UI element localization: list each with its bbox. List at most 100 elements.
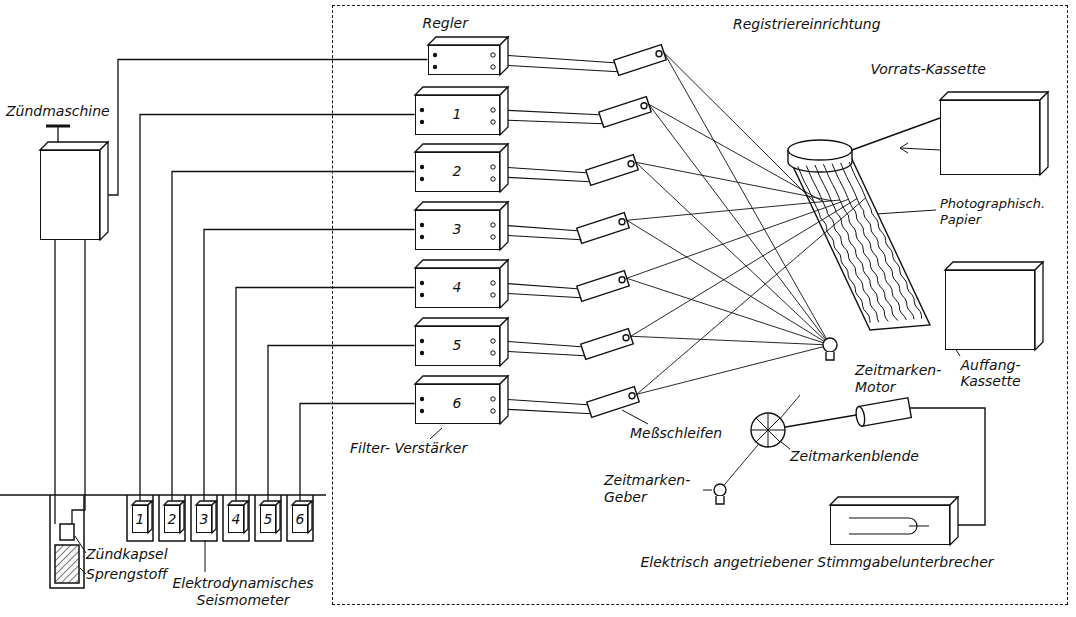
box-face [490, 292, 494, 296]
paper-drum [788, 118, 940, 330]
box-face [419, 292, 423, 296]
part-label: Zeitmarken- Motor [855, 362, 955, 396]
channel-number: 2 [453, 163, 462, 179]
light-rays [637, 345, 830, 394]
box-face [428, 37, 508, 45]
measuring-loop [577, 213, 629, 244]
device-box: 4 [228, 505, 244, 533]
seismometer-pit [191, 495, 217, 541]
light-rays [637, 198, 866, 394]
device-box: 1 [415, 95, 500, 135]
device-label: Regler [423, 15, 469, 31]
box-face [419, 280, 423, 284]
device-box: Zündmaschine [40, 150, 100, 240]
box-face [276, 501, 280, 533]
channel-number: 3 [200, 511, 209, 527]
box-face [39, 141, 111, 243]
box-face [415, 144, 508, 152]
amplifier-wires [500, 225, 581, 240]
measuring-loop [581, 329, 633, 360]
channel-number: 1 [136, 511, 145, 527]
box-face [490, 234, 494, 238]
time-mark-parts [751, 413, 785, 447]
box-face [212, 501, 216, 533]
paper-drum [788, 140, 852, 160]
leader-lines [75, 536, 86, 553]
seismogram-trace [806, 166, 879, 323]
box-face [945, 262, 1043, 270]
light-rays [631, 199, 857, 337]
shutter-spoke [768, 413, 769, 430]
channel-number: 3 [453, 221, 462, 237]
box-face [419, 396, 423, 400]
leader-lines [703, 490, 712, 491]
measuring-loop [656, 51, 662, 57]
measuring-loop [577, 45, 666, 418]
device-box: 6 [415, 384, 500, 424]
channel-number: 6 [296, 511, 305, 527]
measuring-loop [587, 387, 639, 418]
device-box: 2 [415, 152, 500, 192]
part-label: Elektrodynamisches Seismometer [170, 575, 316, 609]
paper-drum [790, 155, 930, 330]
device-label: Zündmaschine [6, 103, 110, 119]
amplifier-wires [500, 55, 618, 414]
time-mark-parts [826, 352, 834, 360]
box-face [829, 496, 961, 548]
signal-wire [204, 230, 415, 506]
box-face [500, 376, 508, 424]
time-mark-parts [855, 406, 866, 427]
light-rays [627, 278, 830, 345]
measuring-loop [614, 45, 666, 76]
box-face [100, 142, 108, 240]
box-face [432, 52, 436, 56]
box-face [500, 260, 508, 308]
amplifier-wires [500, 167, 590, 182]
box-face [419, 222, 423, 226]
box-face [414, 317, 511, 369]
channel-number: 2 [168, 511, 177, 527]
signal-wire [100, 60, 428, 196]
ground [0, 494, 326, 496]
device-box: Vorrats-Kassette [940, 100, 1040, 175]
box-face [950, 497, 958, 545]
box-face [40, 142, 108, 150]
box-face [414, 86, 511, 138]
device-label: Registriereinrichtung [733, 16, 881, 32]
amplifier-wires [500, 399, 591, 414]
time-mark-parts [720, 395, 800, 490]
paper-drum [798, 162, 922, 323]
shutter-spoke [756, 418, 768, 430]
device-box: 1 [132, 505, 148, 533]
measuring-loop [599, 97, 651, 128]
box-face [419, 176, 423, 180]
amplifier-wires [500, 110, 603, 124]
light-rays [627, 200, 840, 220]
seismogram-trace [832, 164, 906, 320]
box-face [490, 119, 494, 123]
box-face [940, 92, 1048, 100]
measuring-loop [629, 393, 635, 399]
box-face [414, 143, 511, 195]
leader-lines [430, 428, 442, 439]
signal-wire [268, 346, 415, 506]
shutter-spoke [768, 430, 785, 431]
box-face [830, 497, 958, 505]
light-rays [627, 52, 866, 394]
shutter-spoke [768, 430, 780, 442]
box-face [148, 501, 152, 533]
box-face [432, 64, 436, 68]
box-face [308, 501, 312, 533]
ground [60, 524, 74, 540]
device-box: 5 [415, 326, 500, 366]
box-face [490, 222, 494, 226]
part-label: Zeitmarken- Geber [604, 472, 704, 506]
box-face [419, 119, 423, 123]
leader-lines [622, 410, 648, 424]
seismogram-trace [841, 163, 914, 319]
device-label: Auffang- Kassette [961, 357, 1041, 389]
box-face [414, 259, 511, 311]
box-face [427, 36, 511, 78]
time-mark-parts [855, 398, 912, 427]
